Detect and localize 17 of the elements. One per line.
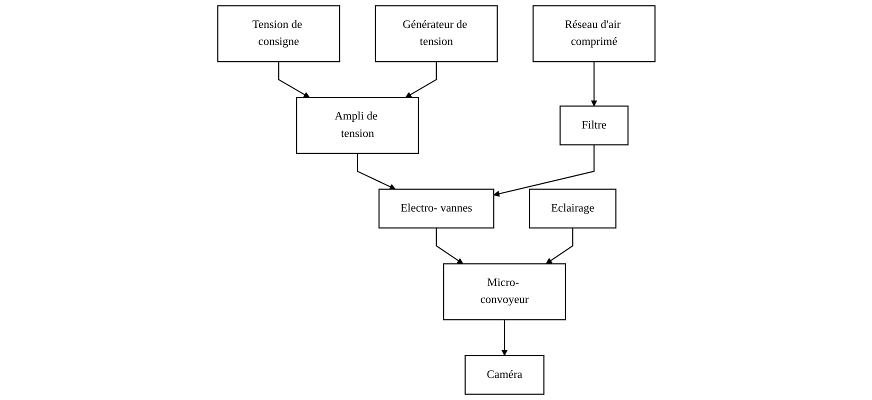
arrow xyxy=(404,62,437,98)
arrow xyxy=(545,228,573,264)
arrow xyxy=(493,144,594,197)
node-box: Ampli de tension xyxy=(296,96,419,154)
node-box: Tension de consigne xyxy=(216,5,340,62)
node-box: Micro- convoyeur xyxy=(442,263,566,320)
node-box: Filtre xyxy=(559,106,628,146)
node-box: Générateur de tension xyxy=(374,5,498,62)
arrow xyxy=(278,62,310,98)
node-box: Electro- vannes xyxy=(378,188,494,228)
node-box: Caméra xyxy=(464,355,544,395)
arrow xyxy=(590,62,597,106)
arrow xyxy=(501,320,508,356)
node-box: Eclairage xyxy=(528,188,616,228)
arrow xyxy=(435,228,463,264)
node-box: Réseau d'air comprimé xyxy=(532,5,656,62)
arrow xyxy=(356,153,396,190)
